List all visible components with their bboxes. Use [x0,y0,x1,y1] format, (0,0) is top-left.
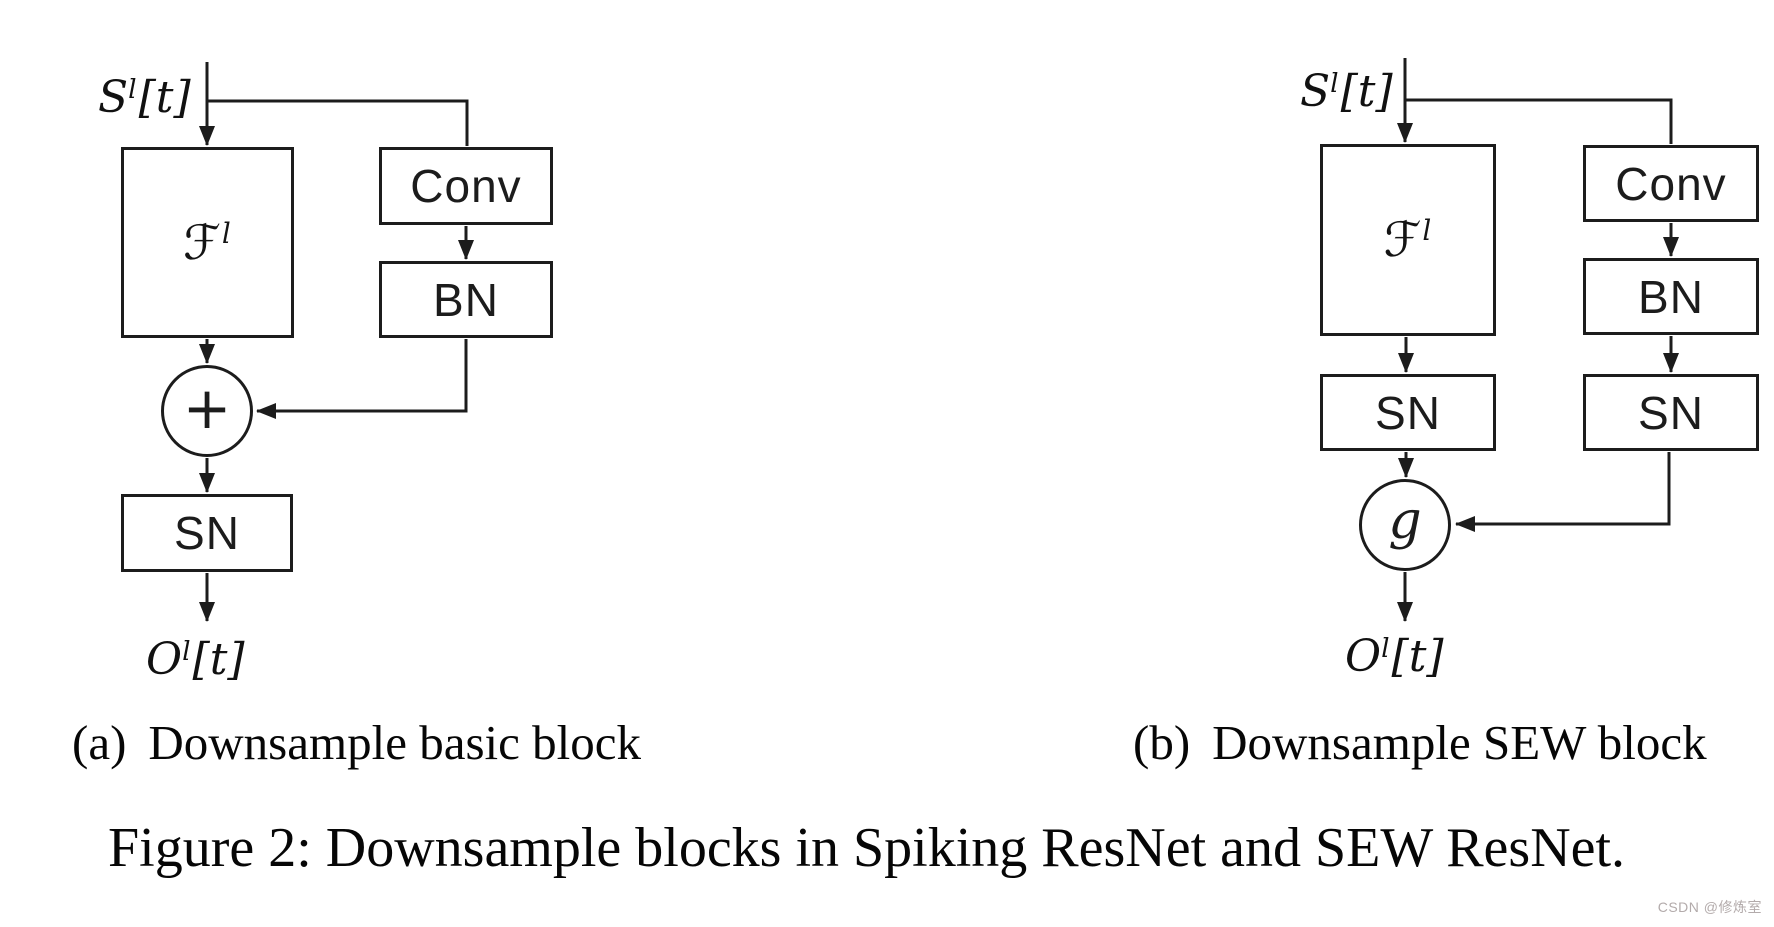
op-plus-a: + [161,365,253,457]
input-index-b: [t] [1340,66,1393,117]
output-sup-a: l [182,636,191,667]
input-sup-b: l [1330,68,1339,99]
op-g-b: g [1359,479,1451,571]
f-base-a: ℱ [183,214,222,271]
block-sn-right-b: SN [1583,374,1759,451]
block-bn-label-b: BN [1638,270,1704,323]
caption-b-text: Downsample SEW block [1212,715,1707,770]
block-sn-right-label-b: SN [1638,386,1704,439]
output-base-b: O [1345,631,1382,682]
block-bn-b: BN [1583,258,1759,335]
block-conv-a: Conv [379,147,553,225]
f-sup-b: l [1422,214,1433,247]
op-g-label-b: g [1388,491,1422,551]
input-label-a: Sl[t] [98,72,191,123]
block-sn-label-a: SN [174,507,240,559]
f-base-b: ℱ [1383,212,1423,268]
block-conv-label-a: Conv [410,160,522,212]
edge-b-snr-to-g [1455,452,1671,532]
watermark: CSDN @修炼室 [1657,899,1762,915]
output-sup-b: l [1381,633,1390,664]
edge-b-branch-to-conv [1405,98,1673,144]
block-conv-label-b: Conv [1615,157,1727,210]
input-sup-a: l [128,74,137,105]
block-bn-a: BN [379,261,553,338]
output-index-b: [t] [1391,631,1444,682]
caption-b: (b) Downsample SEW block [1133,714,1707,771]
block-conv-b: Conv [1583,145,1759,222]
block-f-b: ℱl [1320,144,1496,336]
edge-a-branch-to-conv [207,99,469,146]
block-sn-left-label-b: SN [1375,386,1441,439]
input-label-b: Sl[t] [1300,66,1393,117]
block-f-label-a: ℱl [183,215,232,271]
caption-b-label: (b) [1133,715,1191,770]
block-f-label-b: ℱl [1384,212,1433,268]
figure-caption: Figure 2: Downsample blocks in Spiking R… [108,817,1626,879]
block-sn-left-b: SN [1320,374,1496,451]
output-label-b: Ol[t] [1345,631,1444,682]
input-base-b: S [1300,66,1331,117]
caption-a-label: (a) [72,715,127,770]
block-f-a: ℱl [121,147,294,338]
edge-a-bn-to-plus [256,339,468,419]
caption-a: (a) Downsample basic block [72,714,641,771]
caption-a-text: Downsample basic block [148,715,641,770]
block-sn-a: SN [121,494,293,572]
block-bn-label-a: BN [433,273,499,326]
output-base-a: O [146,634,183,685]
output-index-a: [t] [192,634,245,685]
input-index-a: [t] [138,72,191,123]
output-label-a: Ol[t] [146,634,245,685]
f-sup-a: l [221,216,232,250]
op-plus-label-a: + [182,374,232,442]
input-base-a: S [98,72,129,123]
